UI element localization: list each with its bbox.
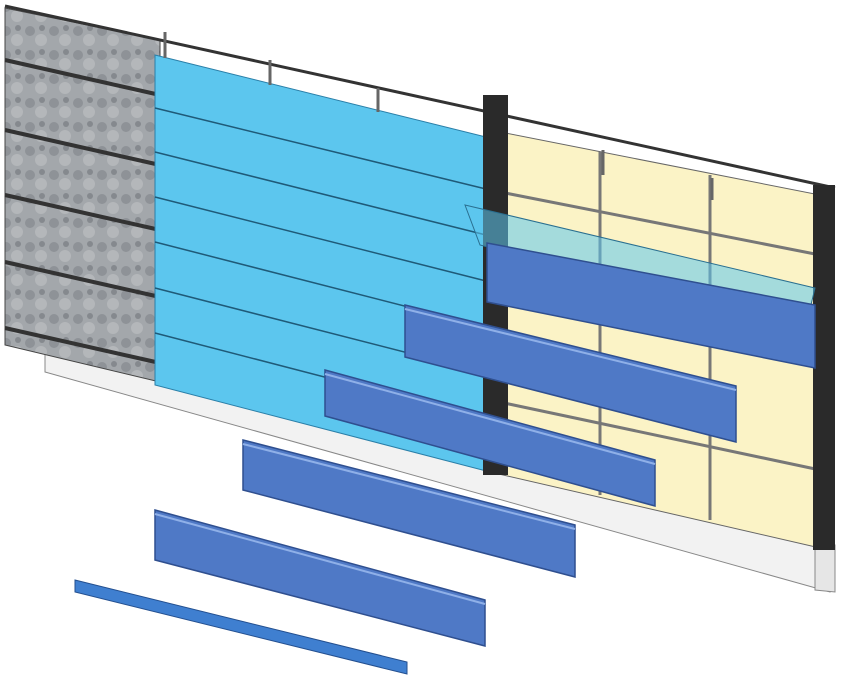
insulation-rails (4, 58, 161, 365)
cladding-panel-4 (242, 439, 576, 578)
starter-rail (74, 579, 408, 675)
vertical-studs (163, 32, 714, 200)
cladding-panel-3 (324, 369, 656, 507)
top-frame-rail (4, 4, 836, 190)
post-right (813, 185, 835, 550)
cladding-panel-5 (154, 509, 486, 647)
panel-flanges (154, 308, 737, 605)
cladding-panel-1 (486, 242, 816, 369)
cladding-panels (154, 242, 816, 647)
cladding-panel-2 (404, 304, 737, 443)
concrete-base-end (814, 544, 836, 593)
